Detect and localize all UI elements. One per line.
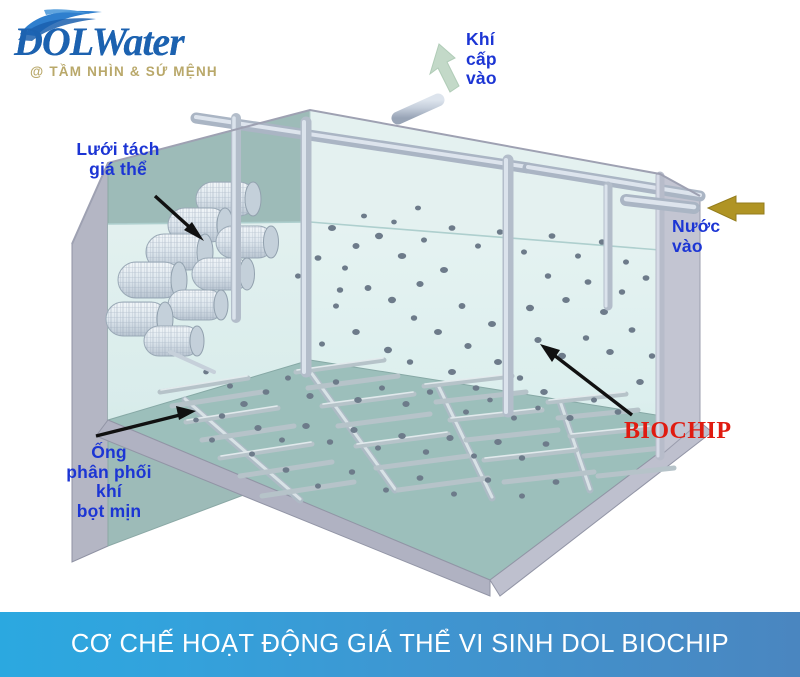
biochip-tank-diagram (71, 43, 765, 597)
title-banner: CƠ CHẾ HOẠT ĐỘNG GIÁ THỂ VI SINH DOL BIO… (0, 612, 800, 677)
biochip-callout-arrow (540, 344, 634, 417)
diffuser-callout-arrow (95, 406, 196, 438)
label-fine-bubble-diffuser-pipe: Ống phân phối khí bọt mịn (66, 442, 152, 521)
banner-title-text: CƠ CHẾ HOẠT ĐỘNG GIÁ THỂ VI SINH DOL BIO… (70, 630, 730, 658)
label-media-retention-screen: Lưới tách giá thể (76, 139, 160, 179)
screen-callout-arrow (153, 194, 204, 241)
biochip-media-particles (193, 205, 656, 499)
logo-wordmark: DOLWater (14, 19, 185, 64)
water-inlet-pipe (620, 194, 700, 214)
label-water-inlet: Nước vào (672, 216, 721, 256)
air-inlet-arrow-icon (429, 43, 460, 93)
dolwater-logo: DOLWater @ TẦM NHÌN & SỨ MỆNH (8, 6, 248, 86)
tank-top-rim (71, 108, 701, 245)
water-inlet-arrow-icon (706, 195, 765, 222)
logo-tagline: @ TẦM NHÌN & SỨ MỆNH (30, 64, 218, 79)
media-retention-screens (105, 181, 279, 374)
tank-floor-rim-left (95, 419, 491, 597)
label-air-inlet: Khí cấp vào (466, 29, 497, 89)
water-wave-icon (18, 9, 102, 41)
label-biochip-media: BIOCHIP (624, 418, 732, 444)
